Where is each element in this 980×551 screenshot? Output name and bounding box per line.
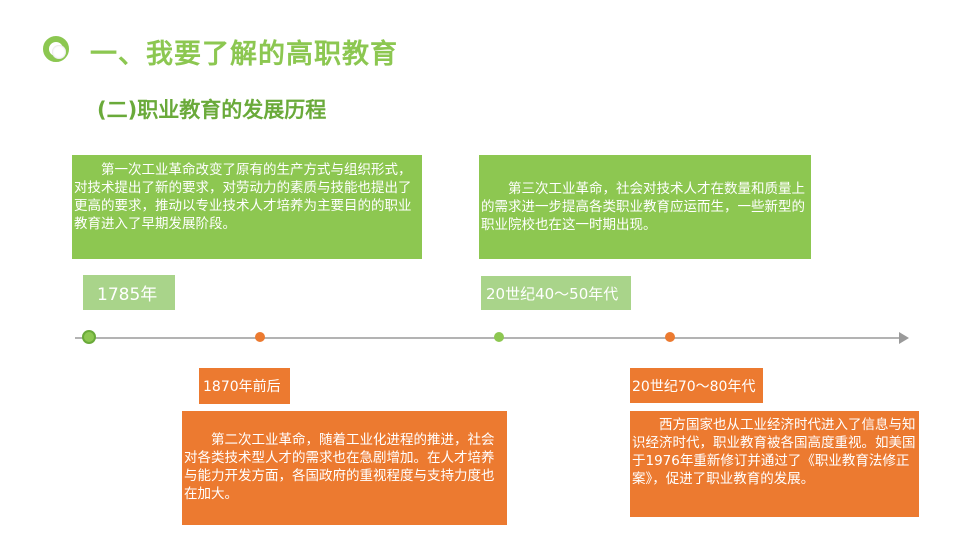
event-1785-year: 1785年 (83, 275, 175, 310)
timeline-dot-1970s (665, 332, 675, 342)
title-ring-icon (43, 36, 69, 62)
timeline-dot-1785 (82, 330, 96, 344)
timeline-dot-1870 (255, 332, 265, 342)
page-title: 一、我要了解的高职教育 (90, 39, 398, 70)
event-1970s-year: 20世纪70～80年代 (630, 368, 763, 403)
section-subtitle: (二)职业教育的发展历程 (97, 98, 327, 122)
event-1940s-description: 第三次工业革命，社会对技术人才在数量和质量上的需求进一步提高各类职业教育应运而生… (479, 155, 811, 259)
event-1785-description: 第一次工业革命改变了原有的生产方式与组织形式，对技术提出了新的要求，对劳动力的素… (72, 155, 422, 259)
timeline-axis (75, 337, 903, 339)
timeline-arrow-icon (899, 332, 909, 344)
event-1940s-year: 20世纪40～50年代 (481, 276, 631, 310)
event-1970s-description: 西方国家也从工业经济时代进入了信息与知识经济时代，职业教育被各国高度重视。如美国… (630, 411, 919, 517)
event-1870-year: 1870年前后 (199, 368, 290, 404)
timeline-dot-1940s (494, 332, 504, 342)
event-1870-description: 第二次工业革命，随着工业化进程的推进，社会对各类技术型人才的需求也在急剧增加。在… (182, 411, 507, 525)
